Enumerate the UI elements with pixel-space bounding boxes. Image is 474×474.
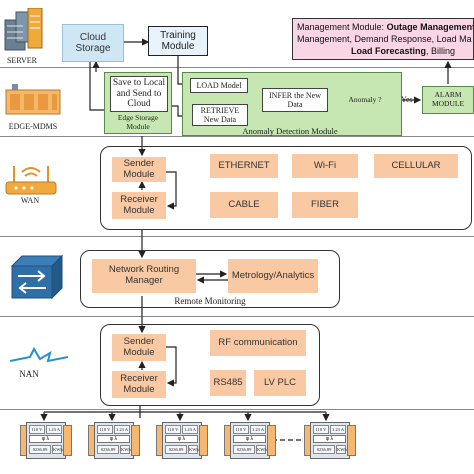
tier-label-nan: NAN <box>19 369 39 379</box>
anomaly-decision-label: Anomaly ? <box>348 94 382 104</box>
remote-monitoring-container <box>80 250 340 308</box>
metrology-analytics-box: Metrology/Analytics <box>228 259 318 293</box>
meter-unit: KWh <box>120 445 131 454</box>
meter-unit: KWh <box>188 445 199 454</box>
meter-current: 1.23 A <box>114 425 130 434</box>
network-switch-icon <box>8 252 66 302</box>
server-icon <box>4 7 44 54</box>
management-load-forecasting: Load Forecasting <box>351 46 427 56</box>
retrieve-new-data-box: RETRIEVE New Data <box>192 104 248 126</box>
meter-current: 1.23 A <box>46 425 62 434</box>
rs485-box: RS485 <box>210 370 246 396</box>
meter-voltage: 110 V <box>97 425 113 434</box>
meter-dial: φ λ <box>233 435 266 443</box>
management-billing: , Billing <box>426 46 456 56</box>
meter-current: 1.23 A <box>250 425 266 434</box>
alarm-module-box: ALARM MODULE <box>422 86 474 114</box>
wan-sender-module: Sender Module <box>112 157 166 182</box>
edge-storage-module-label: Edge Storage Module <box>117 113 159 131</box>
meter-unit: KWh <box>256 445 267 454</box>
save-local-send-cloud-box: Save to Local and Send to Cloud <box>110 76 168 112</box>
meter-end-cap <box>267 425 276 456</box>
edge-server-icon <box>4 84 62 118</box>
meter-voltage: 110 V <box>313 425 329 434</box>
lv-plc-box: LV PLC <box>254 370 306 396</box>
nan-container <box>100 324 320 406</box>
meter-unit: KWh <box>52 445 63 454</box>
wifi-box: Wi-Fi <box>292 154 358 178</box>
meter-dial: φ λ <box>313 435 346 443</box>
management-line2: Management, Demand Response, Load Ma <box>297 34 472 44</box>
meter-current: 1.23 A <box>330 425 346 434</box>
meter-energy: 0236.89 <box>165 445 187 454</box>
cloud-storage-box: Cloud Storage <box>62 24 124 62</box>
meter-energy: 0236.89 <box>233 445 255 454</box>
meter-energy: 0236.89 <box>313 445 335 454</box>
infer-new-data-box: INFER the New Data <box>262 88 328 112</box>
meter-current: 1.23 A <box>182 425 198 434</box>
meter-end-cap <box>63 425 72 456</box>
management-outage: Outage Management <box>386 22 474 32</box>
meter-voltage: 110 V <box>233 425 249 434</box>
meter-dial: φ λ <box>165 435 198 443</box>
management-module-box: Management Module: Outage Management Man… <box>292 18 474 60</box>
wan-container <box>100 146 472 230</box>
cellular-box: CELLULAR <box>374 154 458 178</box>
network-routing-manager: Network Routing Manager <box>92 259 196 293</box>
yes-label: Yes <box>401 95 413 104</box>
remote-monitoring-label: Remote Monitoring <box>174 295 246 306</box>
wan-receiver-module: Receiver Module <box>112 192 166 219</box>
router-icon <box>4 162 58 198</box>
lightning-icon <box>9 343 69 369</box>
fiber-box: FIBER <box>292 192 358 218</box>
meter-energy: 0236.89 <box>29 445 51 454</box>
tier-label-server: SERVER <box>6 56 38 65</box>
training-module-box: Training Module <box>148 26 208 56</box>
ethernet-box: ETHERNET <box>210 154 278 178</box>
meter-unit: KWh <box>336 445 347 454</box>
tier-label-wan: WAN <box>20 196 40 205</box>
nan-receiver-module: Receiver Module <box>112 371 166 398</box>
meter-energy: 0236.89 <box>97 445 119 454</box>
meter-voltage: 110 V <box>165 425 181 434</box>
meter-end-cap <box>199 425 208 456</box>
cable-box: CABLE <box>210 192 278 218</box>
management-prefix: Management Module: <box>297 22 387 32</box>
load-model-box: LOAD Model <box>190 78 248 93</box>
meter-end-cap <box>347 425 356 456</box>
nan-sender-module: Sender Module <box>112 334 166 361</box>
meter-dial: φ λ <box>97 435 130 443</box>
meter-end-cap <box>131 425 140 456</box>
anomaly-detection-module-label: Anomaly Detection Module <box>242 126 338 137</box>
tier-label-edge: EDGE-MDMS <box>8 122 58 131</box>
meter-voltage: 110 V <box>29 425 45 434</box>
rf-communication-box: RF communication <box>210 330 306 356</box>
meter-dial: φ λ <box>29 435 62 443</box>
